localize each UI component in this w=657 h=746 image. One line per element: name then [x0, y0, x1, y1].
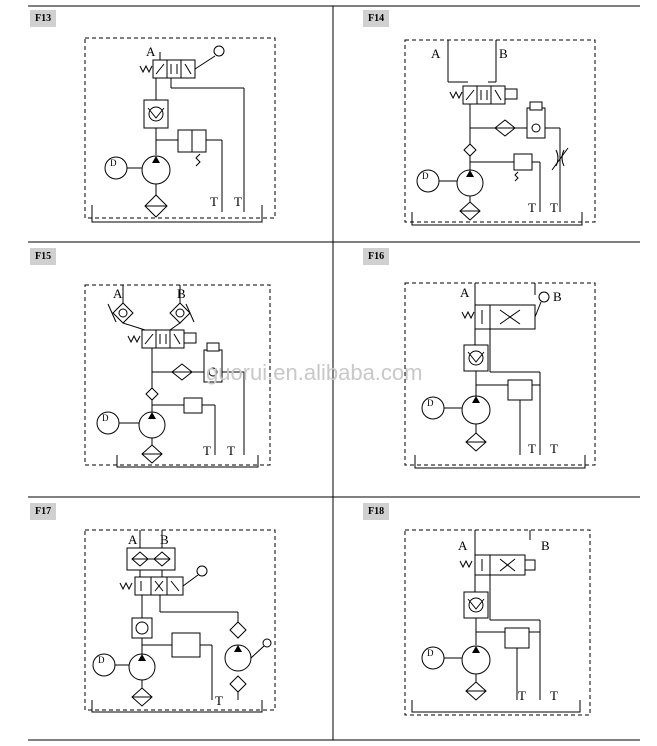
spring-icon — [195, 153, 201, 167]
check-ball-icon — [148, 106, 164, 122]
port-a-f13: A — [146, 44, 156, 59]
lever-knob-icon — [538, 291, 550, 303]
port-b-f18: B — [541, 538, 550, 553]
port-b-f16: B — [553, 289, 562, 304]
relief-valve-f15 — [183, 397, 203, 414]
enclosure-f16 — [404, 282, 596, 466]
enclosure-f17 — [84, 529, 276, 711]
port-t2-f18: T — [550, 688, 558, 703]
port-a-f17: A — [128, 532, 138, 547]
grid-lines — [28, 5, 640, 741]
solenoid-icon — [183, 332, 197, 344]
relief-valve-f18 — [504, 627, 530, 649]
svg-text:D: D — [110, 158, 117, 168]
spring-icon — [459, 559, 473, 569]
svg-text:D: D — [427, 398, 434, 408]
port-t2-f15: T — [227, 443, 235, 458]
circuit-f18: D A B T T — [404, 529, 591, 716]
port-a-f15: A — [113, 286, 123, 301]
solenoid-icon — [524, 559, 536, 571]
hand-check-upper-f17 — [229, 621, 247, 639]
relief-valve-f17 — [171, 632, 201, 658]
directional-valve-f13 — [152, 59, 196, 79]
hand-check-lower-f17 — [229, 675, 247, 693]
port-t1-f18: T — [518, 688, 526, 703]
cell-tag-f15: F15 — [30, 248, 57, 265]
port-t1-f15: T — [203, 443, 211, 458]
directional-valve-f15 — [141, 329, 185, 349]
port-t1-f16: T — [528, 441, 536, 456]
relief-valve-f16 — [507, 379, 533, 401]
circuit-f17: D A B T — [84, 529, 276, 713]
svg-text:D: D — [427, 648, 434, 658]
port-t2-f16: T — [550, 441, 558, 456]
port-t1-f13: T — [210, 194, 218, 209]
spring-icon — [127, 334, 141, 344]
enclosure-f15 — [84, 284, 271, 466]
circuit-f16: D A B T T — [404, 282, 596, 469]
enclosure-f18 — [404, 529, 591, 716]
throttle-icon — [555, 149, 559, 167]
svg-text:D: D — [98, 655, 105, 665]
port-a-f18: A — [458, 538, 468, 553]
cell-tag-f16: F16 — [363, 248, 390, 265]
port-t2-f14: T — [550, 200, 558, 215]
watermark: guorui.en.alibaba.com — [206, 360, 422, 385]
port-b-f15: B — [177, 286, 186, 301]
port-t1-f14: T — [528, 200, 536, 215]
circuit-f13: D A T T — [84, 37, 276, 223]
port-b-f17: B — [160, 532, 169, 547]
spring-icon — [139, 64, 153, 74]
enclosure-f13 — [84, 37, 276, 219]
cell-tag-f18: F18 — [363, 503, 390, 520]
lever-knob-icon — [196, 565, 208, 577]
solenoid-icon — [504, 88, 518, 100]
svg-text:D: D — [102, 413, 109, 423]
relief-valve-f14 — [513, 153, 533, 171]
enclosure-f14 — [404, 39, 596, 223]
check-valve-f15 — [145, 387, 159, 401]
cell-tag-f13: F13 — [30, 10, 57, 27]
port-t2-f13: T — [234, 194, 242, 209]
directional-valve-f16 — [474, 304, 536, 330]
spring-icon — [119, 581, 133, 591]
check-valve-f14 — [463, 143, 477, 157]
circuit-f14: D A B T T — [404, 39, 596, 226]
cell-tag-f17: F17 — [30, 503, 57, 520]
port-b-f14: B — [499, 46, 508, 61]
svg-text:D: D — [422, 171, 429, 181]
directional-valve-f14 — [462, 85, 506, 105]
hand-lever-knob-icon — [262, 638, 272, 648]
spring-icon — [461, 310, 475, 320]
lever-knob-icon — [213, 45, 225, 57]
port-a-f16: A — [460, 285, 470, 300]
solenoid-valve-f14 — [526, 107, 546, 139]
circuit-f15: D A B T T — [84, 284, 271, 468]
spring-icon — [449, 90, 463, 100]
port-a-f14: A — [431, 46, 441, 61]
port-t-f17: T — [215, 693, 223, 708]
cell-tag-f14: F14 — [363, 10, 390, 27]
